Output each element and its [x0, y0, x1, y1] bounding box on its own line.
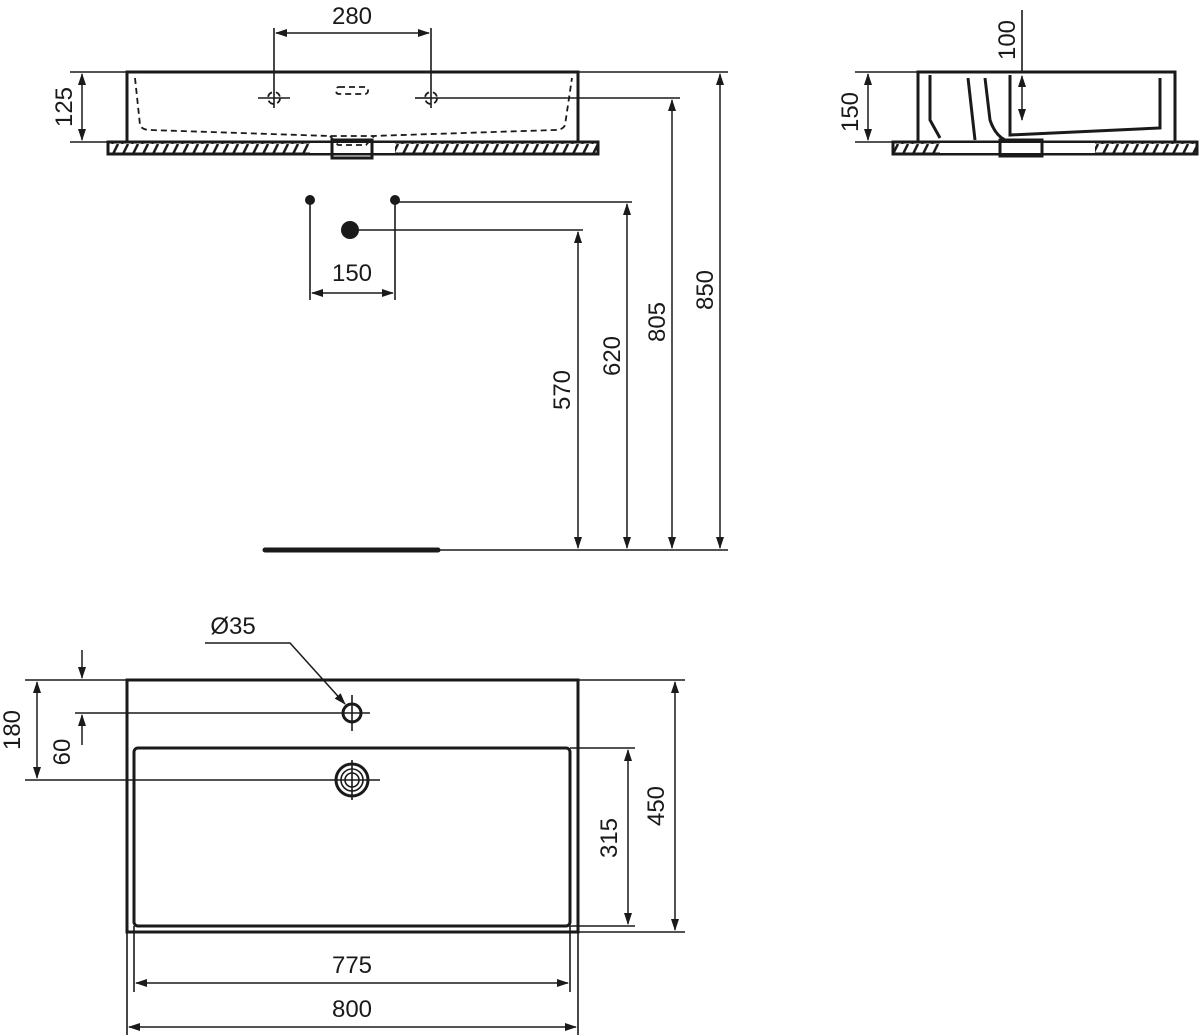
dim-overall-width: 800 — [332, 996, 372, 1023]
basin-outer — [125, 678, 580, 934]
dim-rim-height: 850 — [692, 270, 719, 310]
overflow-slot — [335, 86, 369, 95]
dim-tap-height: 805 — [644, 302, 671, 342]
dim-tap-spacing: 280 — [332, 3, 372, 30]
dim-bowl-width: 775 — [332, 952, 372, 979]
dim-drain-offset: 180 — [0, 710, 26, 750]
plan-view: Ø35 180 60 450 315 775 800 — [0, 613, 685, 1035]
front-view: 280 125 850 805 620 570 150 — [51, 3, 728, 553]
dim-waste-height: 570 — [549, 370, 576, 410]
side-view: 100 150 — [837, 10, 1199, 158]
waste-outlet — [330, 138, 374, 160]
tap-hole — [75, 695, 370, 731]
dim-supply-spacing: 150 — [332, 260, 372, 287]
dim-supply-height: 620 — [599, 336, 626, 376]
drain — [25, 760, 380, 800]
dim-tap-offset: 60 — [49, 739, 76, 766]
dim-bowl-depth: 100 — [994, 20, 1021, 60]
dim-side-height: 150 — [837, 92, 864, 132]
dim-overall-depth: 450 — [643, 786, 670, 826]
bowl-inner — [132, 746, 572, 928]
dim-basin-height: 125 — [51, 87, 78, 127]
dim-bowl-depth-plan: 315 — [596, 818, 623, 858]
dim-tap-hole-diameter: Ø35 — [210, 613, 255, 640]
basin-outline — [125, 70, 580, 142]
